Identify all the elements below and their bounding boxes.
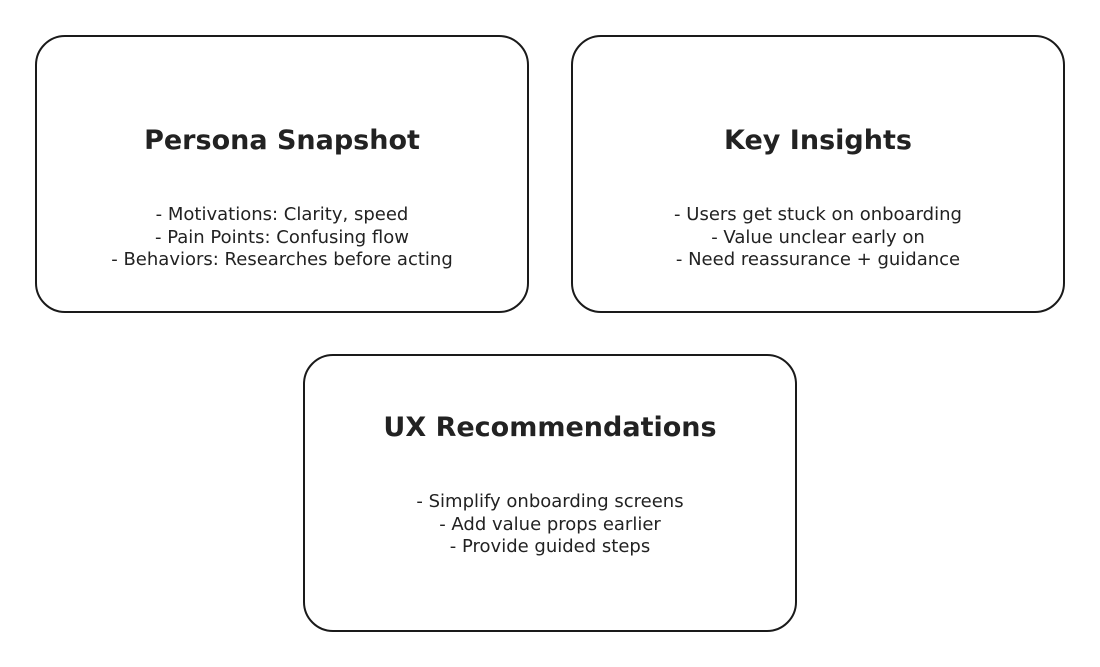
list-item: - Motivations: Clarity, speed <box>155 204 409 225</box>
card-item-list: - Users get stuck on onboarding - Value … <box>573 204 1063 272</box>
list-item: - Value unclear early on <box>711 226 925 248</box>
list-item: - Need reassurance + guidance <box>675 249 961 270</box>
key-insights-card: Key Insights - Users get stuck on onboar… <box>571 35 1065 313</box>
list-item: - Add value props earlier <box>439 513 661 535</box>
list-item: - Behaviors: Researches before acting <box>111 249 453 270</box>
list-item: - Pain Points: Confusing flow <box>154 226 410 248</box>
ux-recommendations-card: UX Recommendations - Simplify onboarding… <box>303 354 797 632</box>
list-item: - Provide guided steps <box>449 536 651 557</box>
list-item: - Users get stuck on onboarding <box>674 204 962 225</box>
card-item-list: - Motivations: Clarity, speed - Pain Poi… <box>37 204 527 272</box>
card-title: Key Insights <box>724 125 912 156</box>
list-item: - Simplify onboarding screens <box>416 491 684 512</box>
persona-snapshot-card: Persona Snapshot - Motivations: Clarity,… <box>35 35 529 313</box>
card-item-list: - Simplify onboarding screens - Add valu… <box>305 491 795 559</box>
card-title: Persona Snapshot <box>144 125 420 156</box>
card-title: UX Recommendations <box>383 412 717 443</box>
